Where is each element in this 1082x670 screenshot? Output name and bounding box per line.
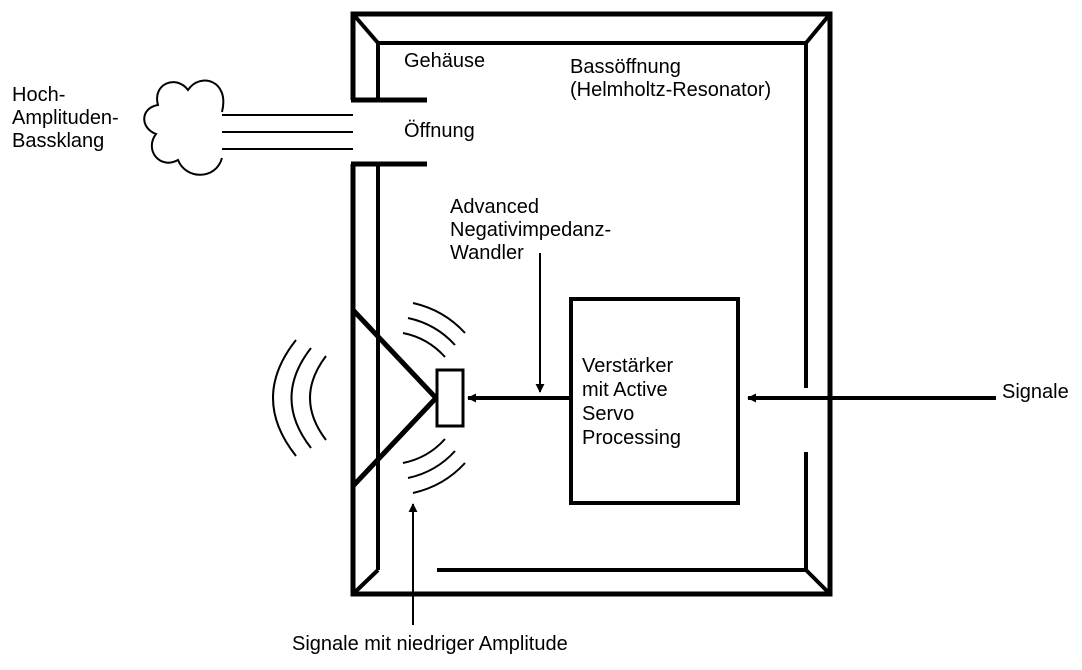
label-verstaerker: Verstärker mit Active Servo Processing (582, 354, 681, 450)
label-signale-niedrige-amplitude: Signale mit niedriger Amplitude (292, 633, 568, 655)
voice-coil (435, 368, 465, 428)
enclosure-outer-wall (350, 11, 833, 597)
label-signale-input: Signale (1002, 381, 1069, 403)
label-line: Amplituden- (12, 107, 119, 129)
label-line: Servo (582, 403, 635, 425)
label-line: Wandler (450, 242, 524, 264)
label-hoch-amplituden-bassklang: Hoch- Amplituden- Bassklang (12, 84, 119, 153)
label-line: Hoch- (12, 84, 66, 106)
bass-cloud-icon (143, 79, 225, 176)
port-opening (351, 97, 427, 167)
label-bassoeffnung: Bassöffnung (Helmholtz-Resonator) (570, 56, 771, 102)
sound-waves-inner-lower (402, 438, 466, 494)
speaker-cone (351, 308, 440, 488)
sound-waves-outer (272, 339, 327, 457)
enclosure (350, 11, 833, 597)
label-line: Bassöffnung (570, 56, 681, 78)
label-line: Processing (582, 427, 681, 449)
thin-arrows (408, 253, 545, 625)
sound-waves-inner-upper (402, 302, 466, 358)
label-line: Negativimpedanz- (450, 219, 612, 241)
enclosure-inner-bevel (351, 12, 832, 596)
label-line: (Helmholtz-Resonator) (570, 79, 772, 101)
bass-sound-lines (222, 114, 353, 150)
label-line: Advanced (450, 196, 539, 218)
label-gehaeuse: Gehäuse (404, 50, 486, 72)
amplifier-box (569, 297, 740, 505)
label-line: Verstärker (582, 355, 674, 377)
label-line: mit Active (582, 379, 668, 401)
label-advanced-wandler: Advanced Negativimpedanz- Wandler (450, 196, 611, 265)
label-line: Bassklang (12, 130, 105, 152)
label-oeffnung: Öffnung (404, 120, 475, 142)
